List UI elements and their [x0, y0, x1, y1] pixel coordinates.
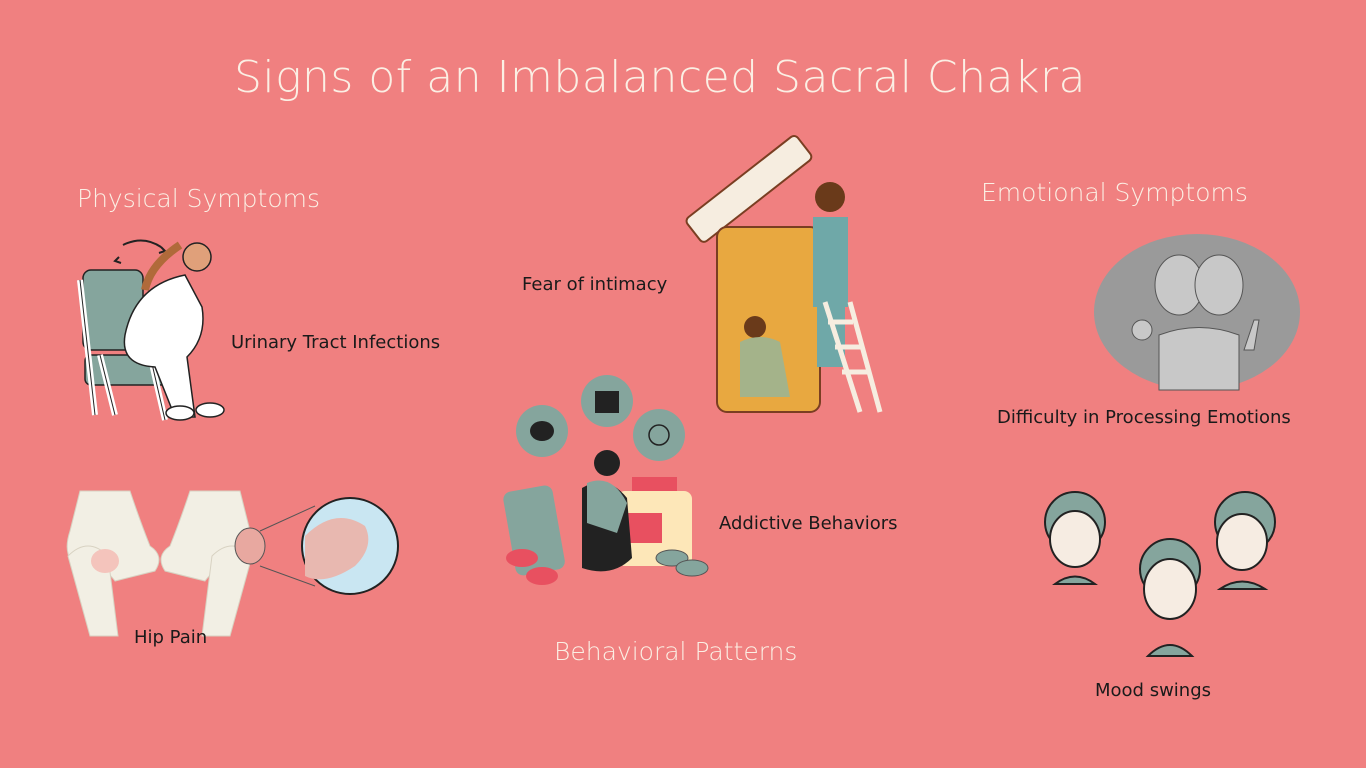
two-faced-woman-illustration	[1094, 234, 1300, 391]
person-in-jar-illustration	[685, 135, 883, 413]
behavioral-patterns-heading: Behavioral Patterns	[554, 637, 798, 666]
item-label-mood-swings: Mood swings	[1095, 680, 1212, 701]
item-label-urinary-tract-infections: Urinary Tract Infections	[231, 332, 441, 353]
hip-joint-illustration	[66, 490, 399, 637]
page-title: Signs of an Imbalanced Sacral Chakra	[233, 52, 1087, 103]
emotional-symptoms-heading: Emotional Symptoms	[981, 178, 1248, 207]
three-faces-illustration	[1044, 491, 1276, 657]
woman-with-pills-illustration	[503, 375, 709, 585]
item-label-fear-of-intimacy: Fear of intimacy	[522, 274, 668, 295]
physical-symptoms-heading: Physical Symptoms	[77, 184, 321, 213]
woman-in-chair-illustration	[77, 239, 225, 421]
item-label-difficulty-processing-emotions: Difficulty in Processing Emotions	[997, 407, 1291, 428]
item-label-hip-pain: Hip Pain	[134, 627, 208, 648]
item-label-addictive-behaviors: Addictive Behaviors	[719, 513, 898, 534]
